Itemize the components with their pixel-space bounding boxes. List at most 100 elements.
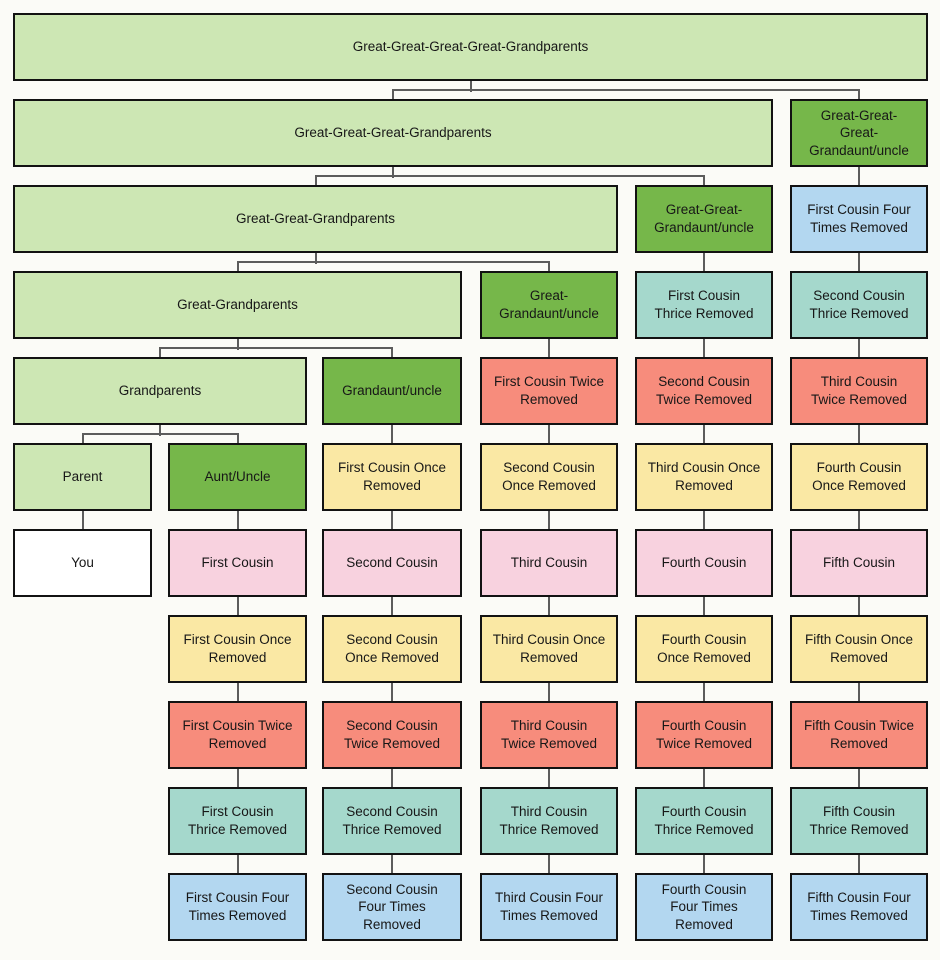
node-c4x1: Fourth Cousin Once Removed [635,615,773,683]
node-gg_gp: Great-Great-Grandparents [13,185,618,253]
connector [703,425,705,443]
node-label: Fourth Cousin Thrice Removed [654,804,754,837]
connector [858,339,860,357]
connector [81,433,239,435]
node-c5x4: Fifth Cousin Four Times Removed [790,873,928,941]
node-c4x4: Fourth Cousin Four Times Removed [635,873,773,941]
node-c5: Fifth Cousin [790,529,928,597]
node-label: Third Cousin [510,555,588,571]
node-label: First Cousin Twice Removed [493,374,605,407]
node-c3: Third Cousin [480,529,618,597]
node-label: Great-Great-Great-Grandparents [294,125,492,141]
connector [81,511,84,529]
node-label: Great- Grandaunt/uncle [499,288,599,321]
connector [703,339,705,357]
connector [392,167,394,178]
connector [236,597,239,615]
node-label: Second Cousin Twice Removed [343,718,441,751]
connector [703,855,705,873]
node-label: First Cousin Thrice Removed [654,288,754,321]
connector [548,683,550,701]
node-label: First Cousin [201,555,274,571]
node-label: Great-Great-Great-Great-Grandparents [352,39,589,55]
node-label: Third Cousin Twice Removed [500,718,598,751]
node-label: Fourth Cousin Once Removed [812,460,906,493]
connector [391,425,393,443]
connector [703,253,705,271]
node-label: First Cousin Once Removed [183,632,292,665]
node-label: First Cousin Four Times Removed [185,890,290,923]
connector [392,89,860,91]
node-label: Fifth Cousin Once Removed [804,632,914,665]
node-c1o_up: First Cousin Once Removed [322,443,462,511]
connector [391,597,393,615]
node-label: Fifth Cousin [822,555,896,571]
node-label: Second Cousin Twice Removed [655,374,753,407]
connector [858,511,860,529]
connector [703,597,705,615]
node-label: Great-Great- Grandaunt/uncle [654,202,754,235]
connector [548,262,550,271]
connector [548,855,550,873]
connector [81,434,84,443]
node-label: Parent [62,469,103,485]
connector [236,511,239,529]
node-c3t_up: Third Cousin Twice Removed [790,357,928,425]
connector [159,425,161,436]
node-c4x2: Fourth Cousin Twice Removed [635,701,773,769]
connector [236,855,239,873]
connector [858,597,860,615]
connector [548,511,550,529]
node-label: Second Cousin [346,555,438,571]
node-c4x3: Fourth Cousin Thrice Removed [635,787,773,855]
node-label: First Cousin Once Removed [337,460,447,493]
node-c2x4: Second Cousin Four Times Removed [322,873,462,941]
node-c3x3: Third Cousin Thrice Removed [480,787,618,855]
node-gp: Grandparents [13,357,307,425]
node-label: Third Cousin Thrice Removed [499,804,599,837]
connector [548,769,550,787]
node-label: Second Cousin Thrice Removed [809,288,909,321]
connector [548,597,550,615]
node-c1x3: First Cousin Thrice Removed [168,787,307,855]
node-label: Grandparents [118,383,202,399]
node-label: Third Cousin Twice Removed [810,374,908,407]
node-label: Third Cousin Once Removed [647,460,761,493]
connector [236,434,239,443]
node-g_au: Great- Grandaunt/uncle [480,271,618,339]
node-c2t_up: Second Cousin Twice Removed [635,357,773,425]
connector [703,683,705,701]
node-label: Fourth Cousin Four Times Removed [661,881,747,932]
node-c1t_up: First Cousin Twice Removed [480,357,618,425]
connector [236,339,239,350]
node-label: You [71,555,94,571]
node-ggg_au: Great-Great- Great- Grandaunt/uncle [790,99,928,167]
connector [391,511,393,529]
node-c1: First Cousin [168,529,307,597]
node-c2x3: Second Cousin Thrice Removed [322,787,462,855]
node-gggg_gp: Great-Great-Great-Great-Grandparents [13,13,928,81]
node-g_gp: Great-Grandparents [13,271,462,339]
connector [236,683,239,701]
connector [159,347,393,349]
node-c2x2: Second Cousin Twice Removed [322,701,462,769]
connector [858,425,860,443]
node-label: Fourth Cousin Once Removed [657,632,751,665]
connector [858,167,860,185]
node-c1x1: First Cousin Once Removed [168,615,307,683]
node-label: Second Cousin Four Times Removed [346,881,438,932]
node-label: Fifth Cousin Thrice Removed [809,804,909,837]
node-label: Fifth Cousin Four Times Removed [807,890,911,923]
node-label: Second Cousin Once Removed [345,632,439,665]
node-c1x2: First Cousin Twice Removed [168,701,307,769]
connector [548,425,550,443]
node-c3o_up: Third Cousin Once Removed [635,443,773,511]
connector [469,81,472,92]
node-c2: Second Cousin [322,529,462,597]
node-c5x3: Fifth Cousin Thrice Removed [790,787,928,855]
connector [159,348,161,357]
connector [391,683,393,701]
connector [236,769,239,787]
node-label: Great-Grandparents [177,297,298,313]
